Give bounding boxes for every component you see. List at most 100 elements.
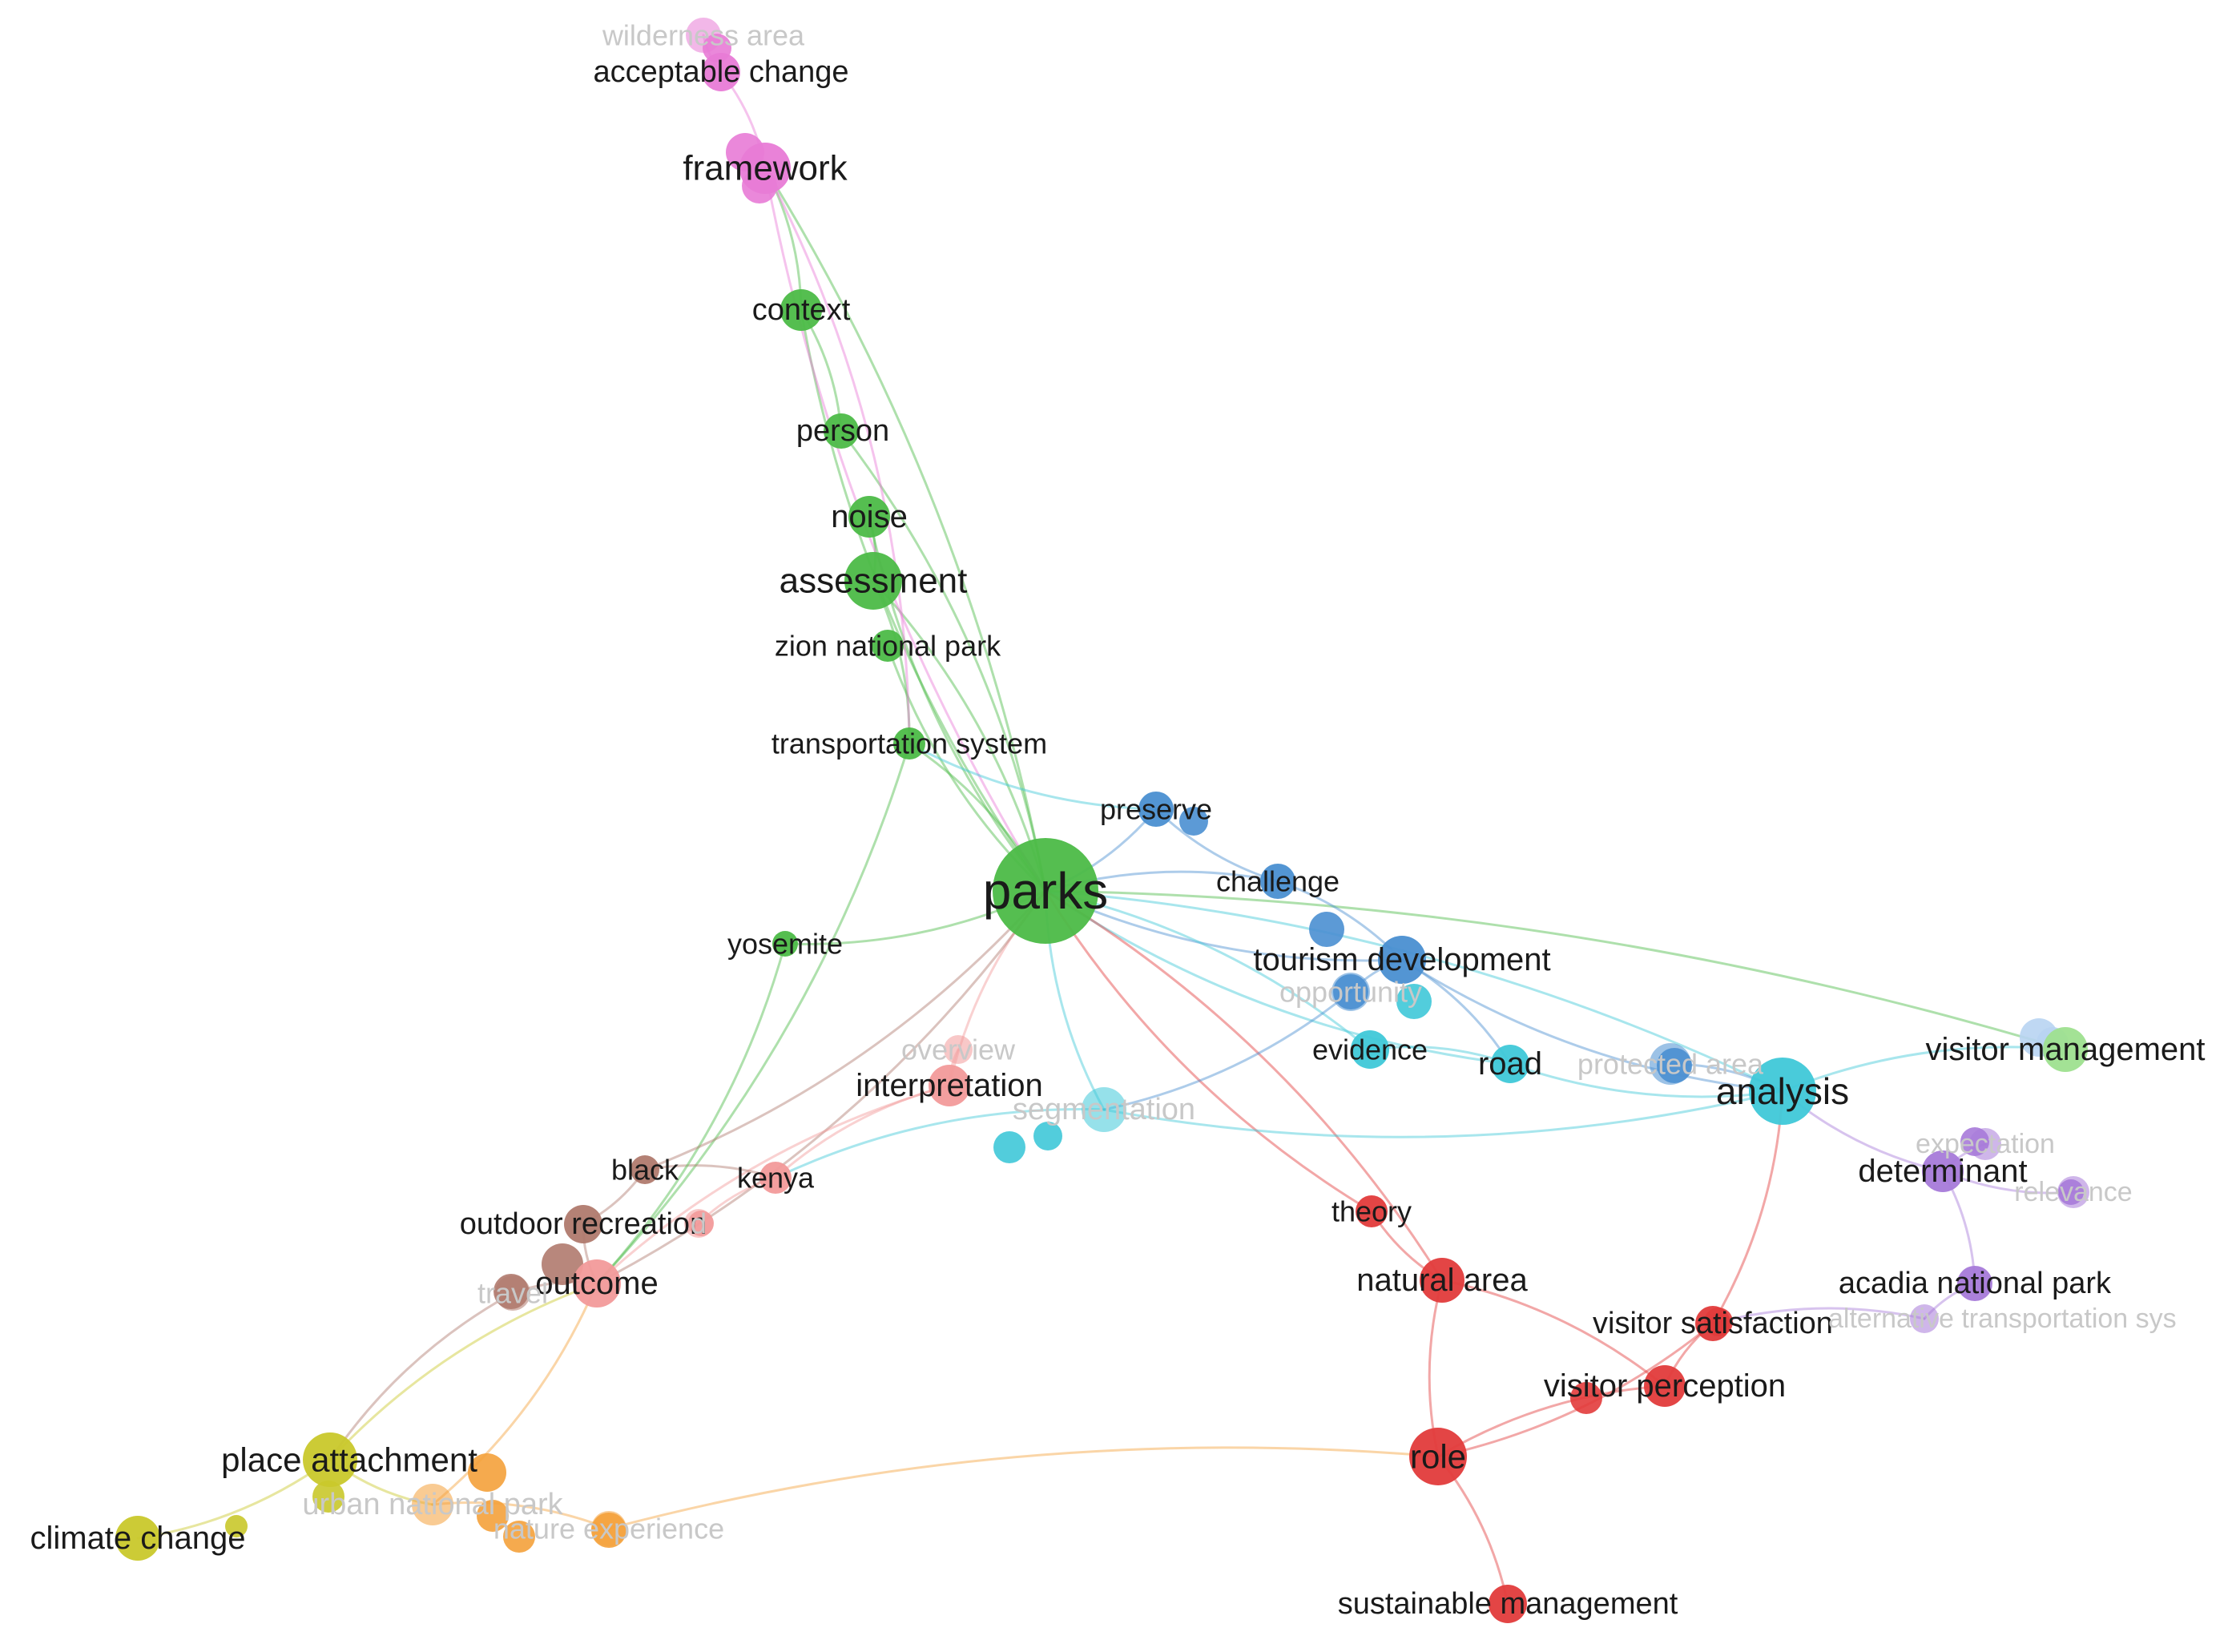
edge-segmentation-analysis	[1102, 1090, 1784, 1138]
node-acadia-national-park[interactable]	[1957, 1266, 1992, 1301]
node-overview[interactable]	[944, 1035, 973, 1064]
node-label-place-attachment: place attachment	[221, 1441, 477, 1479]
node-preserve[interactable]	[1138, 792, 1174, 827]
node-bubble-minor[interactable]	[1309, 912, 1344, 947]
node-label-theory: theory	[1332, 1195, 1412, 1228]
node-bubble-minor[interactable]	[993, 1131, 1025, 1163]
node-theory[interactable]	[1356, 1195, 1388, 1227]
node-person[interactable]	[824, 413, 859, 449]
node-label-kenya: kenya	[737, 1162, 815, 1195]
edge-urban-national-park-nature-experience	[431, 1501, 610, 1530]
edge-parks-framework	[763, 167, 1047, 892]
node-opportunity[interactable]	[1332, 973, 1370, 1011]
node-label-overview: overview	[901, 1034, 1016, 1066]
node-label-assessment: assessment	[780, 562, 968, 601]
node-kenya[interactable]	[759, 1162, 792, 1194]
node-sustainable-management[interactable]	[1489, 1585, 1527, 1623]
node-outcome[interactable]	[573, 1259, 621, 1307]
node-expectation[interactable]	[1969, 1128, 2001, 1160]
node-black[interactable]	[631, 1155, 659, 1184]
node-segmentation[interactable]	[1082, 1087, 1126, 1132]
node-place-attachment[interactable]	[303, 1432, 357, 1487]
node-label-climate-change: climate change	[30, 1521, 245, 1556]
node-visitor-management[interactable]	[2043, 1027, 2088, 1072]
node-bubble-minor[interactable]	[542, 1243, 583, 1285]
edge-parks-person	[840, 429, 1047, 892]
node-zion-national-park[interactable]	[872, 630, 904, 662]
node-label-framework: framework	[683, 149, 848, 188]
node-transportation-system[interactable]	[893, 727, 925, 760]
node-label-acceptable-change: acceptable change	[593, 55, 848, 89]
node-noise[interactable]	[848, 496, 890, 538]
node-label-role: role	[1410, 1438, 1466, 1476]
node-assessment[interactable]	[844, 552, 902, 610]
node-bubble-minor[interactable]	[1570, 1382, 1602, 1414]
edge-parks-road	[1044, 889, 1512, 1066]
node-nature-experience[interactable]	[591, 1511, 626, 1546]
node-label-outcome: outcome	[535, 1266, 658, 1301]
node-tourism-development[interactable]	[1378, 936, 1426, 984]
node-bubble-minor[interactable]	[225, 1515, 248, 1537]
node-outdoor-recreation[interactable]	[564, 1205, 602, 1243]
node-interpretation[interactable]	[929, 1065, 970, 1106]
node-label-yosemite: yosemite	[727, 928, 843, 961]
node-label-parks: parks	[983, 862, 1109, 920]
node-role[interactable]	[1409, 1428, 1467, 1485]
node-bubble-minor[interactable]	[477, 1500, 509, 1532]
node-label-opportunity: opportunity	[1279, 976, 1422, 1009]
node-parks[interactable]	[993, 838, 1098, 944]
edge-road-analysis	[1509, 1062, 1784, 1098]
node-label-natural-area: natural area	[1356, 1263, 1528, 1298]
node-label-context: context	[752, 293, 851, 327]
node-label-tourism-development: tourism development	[1253, 942, 1550, 977]
edge-opportunity-segmentation	[1102, 990, 1352, 1111]
node-wilderness-area[interactable]	[686, 18, 721, 53]
node-visitor-satisfaction[interactable]	[1695, 1306, 1730, 1341]
edge-parks-natural-area	[1044, 889, 1444, 1282]
node-alternative-transportation-system[interactable]	[1910, 1304, 1939, 1333]
node-label-alternative-transportation-system: alternative transportation sys	[1828, 1303, 2177, 1334]
node-label-visitor-perception: visitor perception	[1544, 1368, 1786, 1404]
node-label-road: road	[1478, 1046, 1542, 1082]
edge-framework-transportation-system	[763, 167, 911, 745]
node-determinant[interactable]	[1922, 1150, 1964, 1192]
edge-parks-outcome	[595, 889, 1047, 1285]
node-protected-area[interactable]	[1650, 1043, 1691, 1085]
node-travel[interactable]	[495, 1275, 530, 1311]
node-label-black: black	[611, 1154, 679, 1187]
node-bubble-minor[interactable]	[1396, 984, 1432, 1019]
node-label-wilderness-area: wilderness area	[602, 19, 805, 52]
node-urban-national-park[interactable]	[412, 1484, 453, 1525]
node-label-urban-national-park: urban national park	[302, 1488, 563, 1521]
node-acceptable-change[interactable]	[702, 53, 740, 91]
edge-parks-theory	[1044, 889, 1373, 1213]
node-yosemite[interactable]	[772, 931, 798, 957]
node-bubble-minor[interactable]	[1179, 807, 1208, 836]
node-label-nature-experience: nature experience	[494, 1513, 724, 1545]
edge-analysis-visitor-satisfaction	[1711, 1090, 1784, 1325]
node-bubble-minor[interactable]	[468, 1453, 506, 1492]
node-label-visitor-management: visitor management	[1925, 1032, 2205, 1067]
node-evidence[interactable]	[1351, 1030, 1389, 1069]
node-label-acadia-national-park: acadia national park	[1839, 1267, 2112, 1300]
node-road[interactable]	[1491, 1045, 1529, 1083]
node-label-evidence: evidence	[1312, 1034, 1428, 1066]
edge-outcome-place-attachment	[328, 1282, 598, 1461]
node-climate-change[interactable]	[115, 1516, 160, 1561]
node-challenge[interactable]	[1260, 864, 1295, 899]
node-relevance[interactable]	[2057, 1176, 2089, 1208]
edge-transportation-system-outcome	[595, 742, 911, 1285]
node-framework[interactable]	[739, 143, 791, 194]
edge-parks-visitor-management	[1044, 889, 2067, 1051]
node-outdoor-recreation-2[interactable]	[684, 1209, 713, 1238]
node-natural-area[interactable]	[1420, 1258, 1464, 1303]
edge-interpretation-outcome	[595, 1084, 951, 1285]
node-bubble-minor[interactable]	[503, 1521, 535, 1553]
node-context[interactable]	[780, 289, 822, 331]
node-analysis[interactable]	[1749, 1058, 1816, 1125]
node-bubble-minor[interactable]	[1033, 1122, 1062, 1150]
node-bubble-minor[interactable]	[312, 1481, 344, 1513]
node-label-travel: travel	[477, 1277, 548, 1310]
node-visitor-perception[interactable]	[1644, 1365, 1686, 1407]
